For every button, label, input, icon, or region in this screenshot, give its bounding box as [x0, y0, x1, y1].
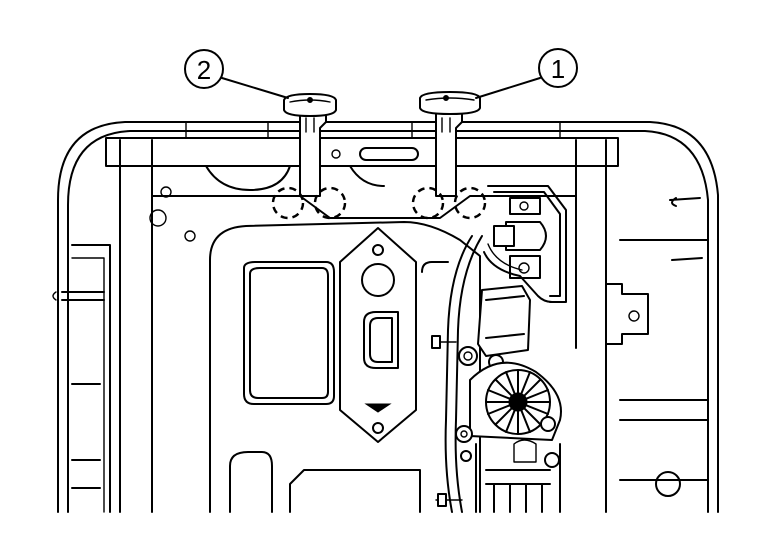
callout-2-label: 2	[197, 55, 211, 85]
right-side-rail	[605, 197, 709, 497]
callout-1-circle	[538, 48, 578, 88]
callout-1: 1	[475, 48, 578, 99]
wire-harness	[431, 235, 483, 513]
seat-back-shell	[57, 121, 719, 513]
upper-cross-frame	[105, 137, 619, 513]
center-panel	[209, 221, 481, 513]
callout-1-leader	[475, 77, 541, 99]
left-side-rail	[52, 244, 111, 513]
headrest-guide-left	[271, 93, 347, 220]
headrest-guide-right	[411, 91, 487, 220]
callout-2: 2	[184, 49, 289, 99]
callout-2-leader	[221, 77, 289, 99]
connector-bracket	[483, 185, 567, 303]
callout-1-label: 1	[551, 54, 565, 84]
power-motor	[455, 285, 562, 513]
callout-2-circle	[184, 49, 224, 89]
